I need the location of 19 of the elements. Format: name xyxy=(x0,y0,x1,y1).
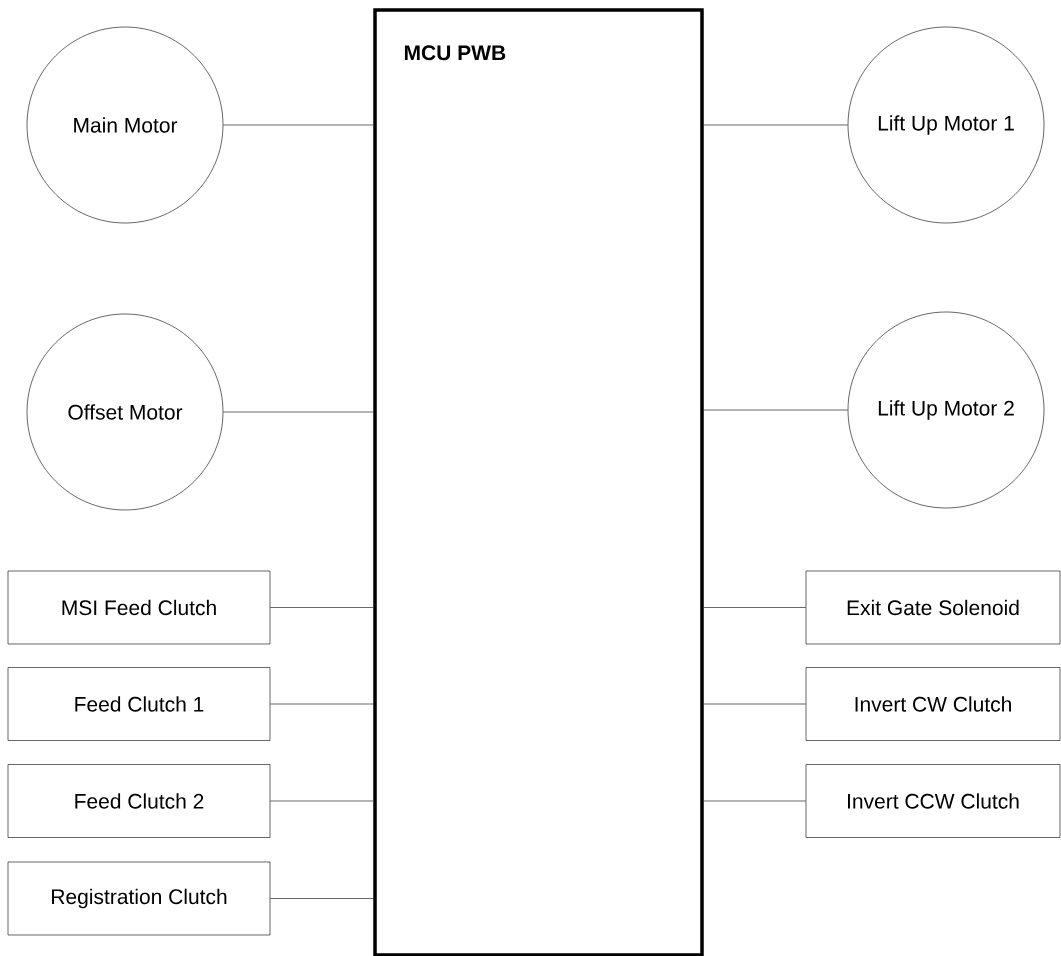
clutch-box: MSI Feed Clutch xyxy=(7,570,271,645)
clutch-box: Feed Clutch 1 xyxy=(7,667,271,741)
connector-line xyxy=(703,703,806,705)
connector-line xyxy=(270,898,374,899)
connector-line xyxy=(270,703,374,705)
connector-line xyxy=(223,124,374,126)
clutch-box: Registration Clutch xyxy=(7,861,271,936)
connector-line xyxy=(703,409,848,411)
connector-line xyxy=(270,607,374,608)
clutch-box: Invert CW Clutch xyxy=(805,667,1061,741)
connector-line xyxy=(703,607,806,608)
board-box: MCU PWB xyxy=(373,8,704,956)
clutch-box: Feed Clutch 2 xyxy=(7,764,271,838)
connector-line xyxy=(703,800,806,802)
connector-line xyxy=(270,800,374,802)
clutch-box: Exit Gate Solenoid xyxy=(805,570,1061,645)
connector-line xyxy=(703,124,848,126)
clutch-box: Invert CCW Clutch xyxy=(805,764,1061,838)
connector-line xyxy=(223,411,374,413)
